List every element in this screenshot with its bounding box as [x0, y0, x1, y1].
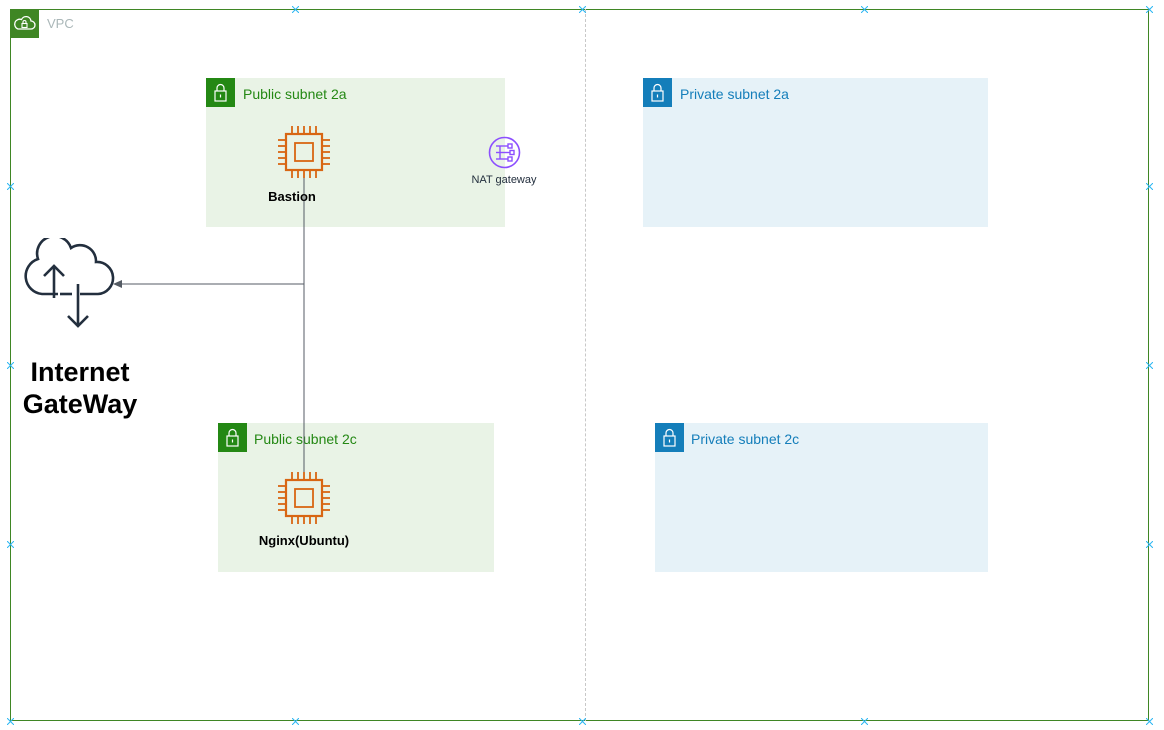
public-subnet-2a-label: Public subnet 2a: [243, 86, 347, 102]
resize-handle[interactable]: [861, 6, 868, 13]
nginx-ec2-instance-icon[interactable]: [276, 470, 332, 526]
private-subnet-2c[interactable]: [655, 423, 988, 572]
lock-icon: [655, 423, 684, 452]
resize-handle[interactable]: [1146, 718, 1153, 725]
arrowhead: [113, 280, 122, 288]
resize-handle[interactable]: [7, 183, 14, 190]
vpc-label: VPC: [47, 16, 74, 31]
vpc-cloud-lock-icon: [10, 9, 39, 38]
public-subnet-2c-label: Public subnet 2c: [254, 431, 357, 447]
resize-handle[interactable]: [579, 718, 586, 725]
public-subnet-2c[interactable]: [218, 423, 494, 572]
resize-handle[interactable]: [7, 541, 14, 548]
lock-icon: [643, 78, 672, 107]
nat-gateway-label: NAT gateway: [471, 174, 537, 186]
lock-icon: [206, 78, 235, 107]
resize-handle[interactable]: [1146, 362, 1153, 369]
internet-gateway-label-line1: Internet: [30, 357, 130, 387]
private-subnet-2a-label: Private subnet 2a: [680, 86, 789, 102]
az-divider: [585, 9, 586, 721]
public-subnet-2a[interactable]: [206, 78, 505, 227]
resize-handle[interactable]: [292, 6, 299, 13]
resize-handle[interactable]: [1146, 541, 1153, 548]
private-subnet-2a[interactable]: [643, 78, 988, 227]
internet-gateway-label-line2: GateWay: [22, 389, 138, 419]
resize-handle[interactable]: [861, 718, 868, 725]
lock-icon: [218, 423, 247, 452]
resize-handle[interactable]: [579, 6, 586, 13]
nat-gateway-icon[interactable]: [488, 136, 521, 169]
private-subnet-2c-label: Private subnet 2c: [691, 431, 800, 447]
resize-handle[interactable]: [292, 718, 299, 725]
resize-handle[interactable]: [7, 718, 14, 725]
bastion-label: Bastion: [268, 189, 316, 204]
resize-handle[interactable]: [1146, 6, 1153, 13]
internet-gateway-label: Internet GateWay: [5, 356, 155, 420]
resize-handle[interactable]: [7, 362, 14, 369]
bastion-ec2-instance-icon[interactable]: [276, 124, 332, 180]
resize-handle[interactable]: [1146, 183, 1153, 190]
internet-gateway-cloud-icon[interactable]: [20, 234, 115, 330]
nginx-label: Nginx(Ubuntu): [258, 533, 350, 548]
